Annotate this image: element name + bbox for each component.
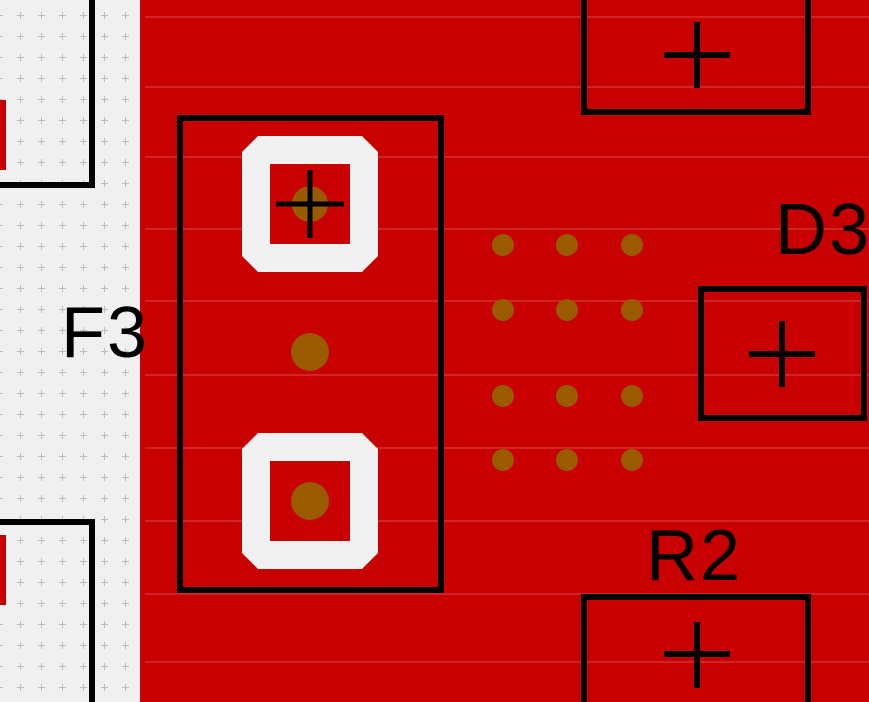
r2-ref-label: R2 bbox=[646, 516, 742, 596]
component-top-right[interactable] bbox=[581, 0, 811, 115]
component-f3[interactable] bbox=[177, 115, 444, 593]
component-r2[interactable] bbox=[581, 594, 811, 702]
component-d3[interactable] bbox=[698, 286, 867, 421]
d3-ref-label: D3 bbox=[775, 190, 869, 270]
d3-outline bbox=[698, 286, 867, 421]
f3-pad-2-drill bbox=[291, 482, 329, 520]
r2-outline bbox=[581, 594, 811, 702]
left-component-bottom[interactable] bbox=[0, 519, 95, 702]
plus-marker bbox=[664, 622, 730, 688]
plus-marker bbox=[749, 321, 815, 387]
f3-pad-1-crosshair bbox=[276, 170, 344, 238]
f3-pad-1[interactable] bbox=[242, 136, 378, 272]
f3-pad-2[interactable] bbox=[242, 433, 378, 569]
f3-ref-label: F3 bbox=[61, 293, 149, 373]
left-component-top[interactable] bbox=[0, 0, 95, 188]
f3-outline bbox=[177, 115, 444, 593]
plus-marker bbox=[664, 22, 730, 88]
f3-mid-via[interactable] bbox=[291, 333, 329, 371]
grid-area bbox=[0, 0, 140, 702]
via-array[interactable] bbox=[492, 234, 643, 471]
